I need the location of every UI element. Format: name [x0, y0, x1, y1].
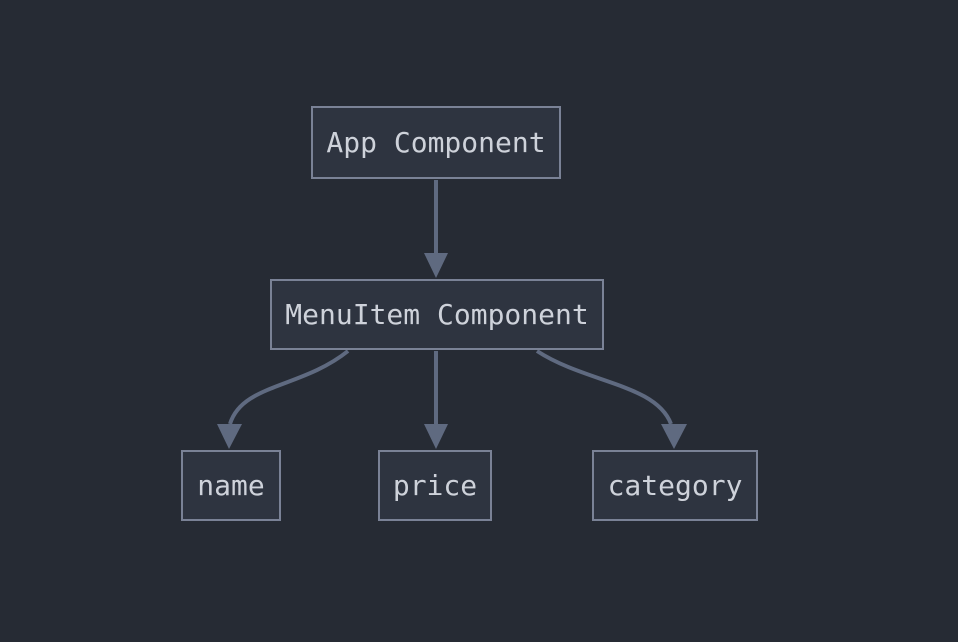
- node-price: price: [378, 450, 492, 521]
- node-menuitem-component: MenuItem Component: [270, 279, 604, 350]
- edge-app-to-menuitem: [424, 180, 448, 278]
- node-name: name: [181, 450, 281, 521]
- node-app-component: App Component: [311, 106, 561, 179]
- edge-menuitem-to-price: [424, 351, 448, 449]
- node-category: category: [592, 450, 758, 521]
- edge-menuitem-to-category: [535, 349, 687, 449]
- edge-menuitem-to-name: [217, 349, 350, 449]
